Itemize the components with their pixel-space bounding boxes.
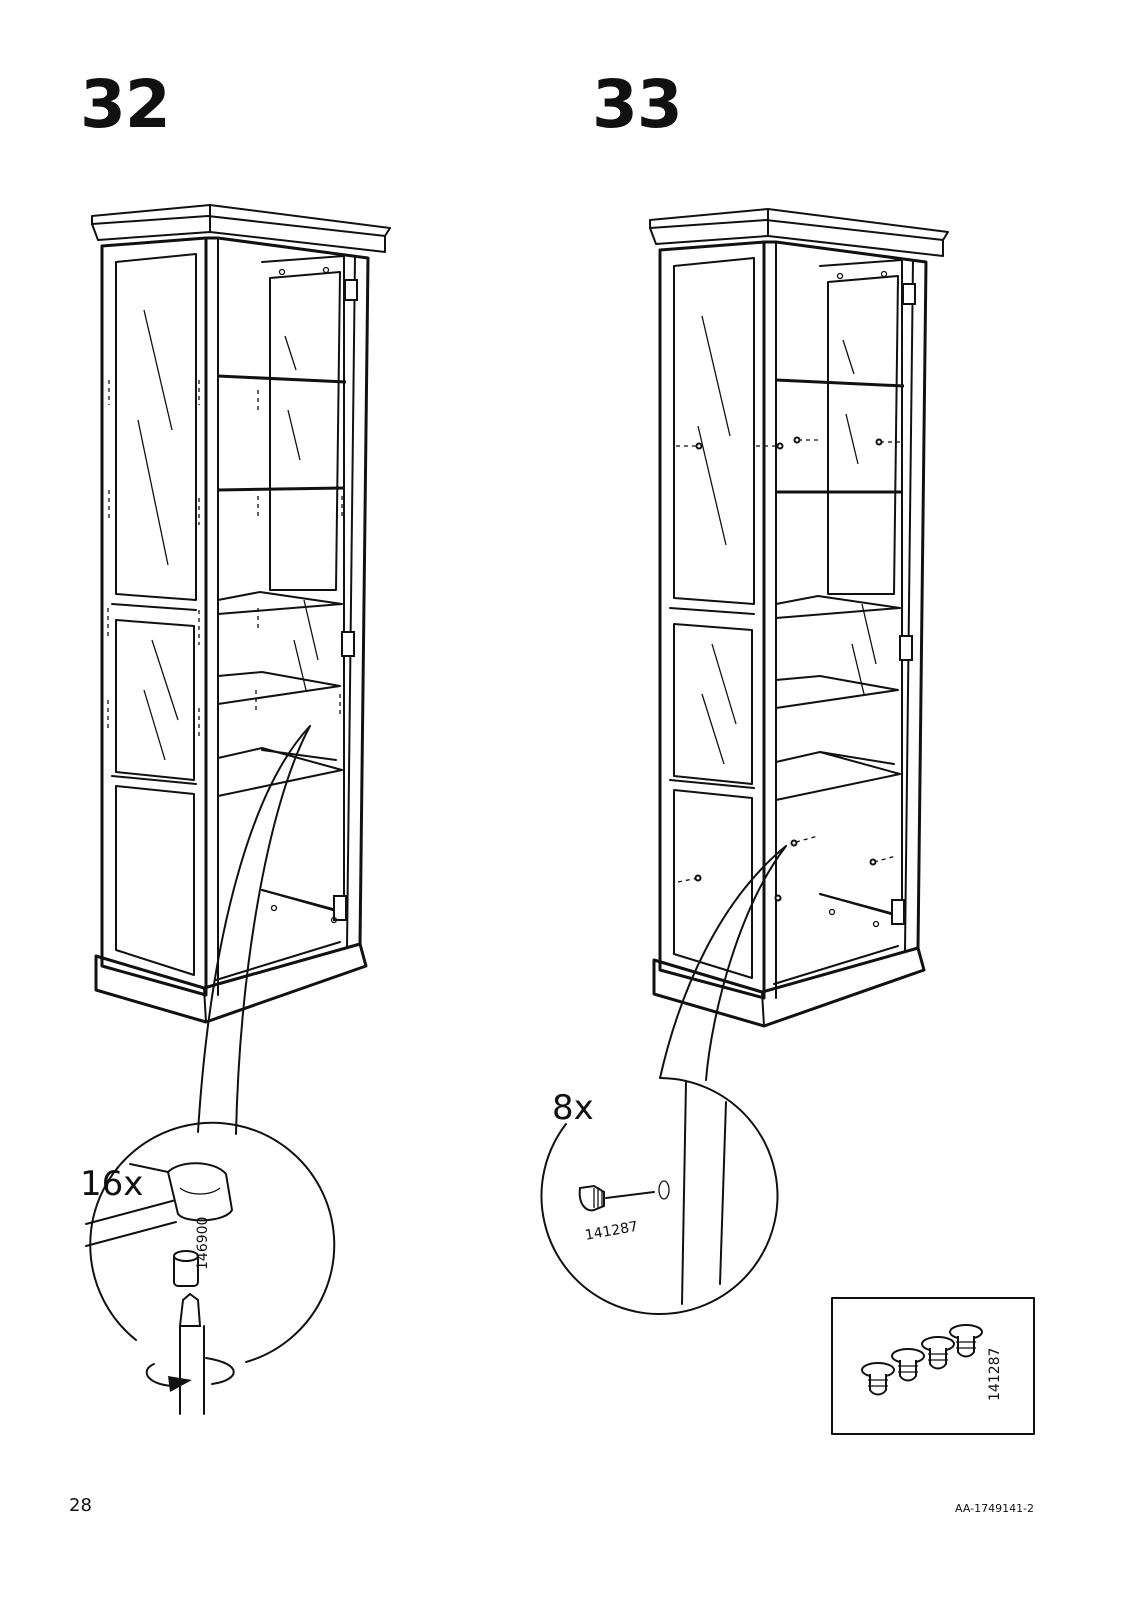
cabinet-illustration-step-33 xyxy=(650,209,948,1080)
parts-box-part-number: 141287 xyxy=(988,1348,1002,1401)
cabinet-illustration-step-32 xyxy=(92,205,390,1134)
quantity-label-step-33: 8x xyxy=(552,1091,594,1125)
document-code: AA-1749141-2 xyxy=(955,1503,1034,1514)
part-number-label-step-32: 146900 xyxy=(196,1217,210,1270)
parts-box xyxy=(832,1298,1034,1434)
page-number: 28 xyxy=(69,1497,92,1515)
connector-pins-group xyxy=(862,1325,982,1395)
quantity-label-step-32: 16x xyxy=(80,1167,143,1201)
